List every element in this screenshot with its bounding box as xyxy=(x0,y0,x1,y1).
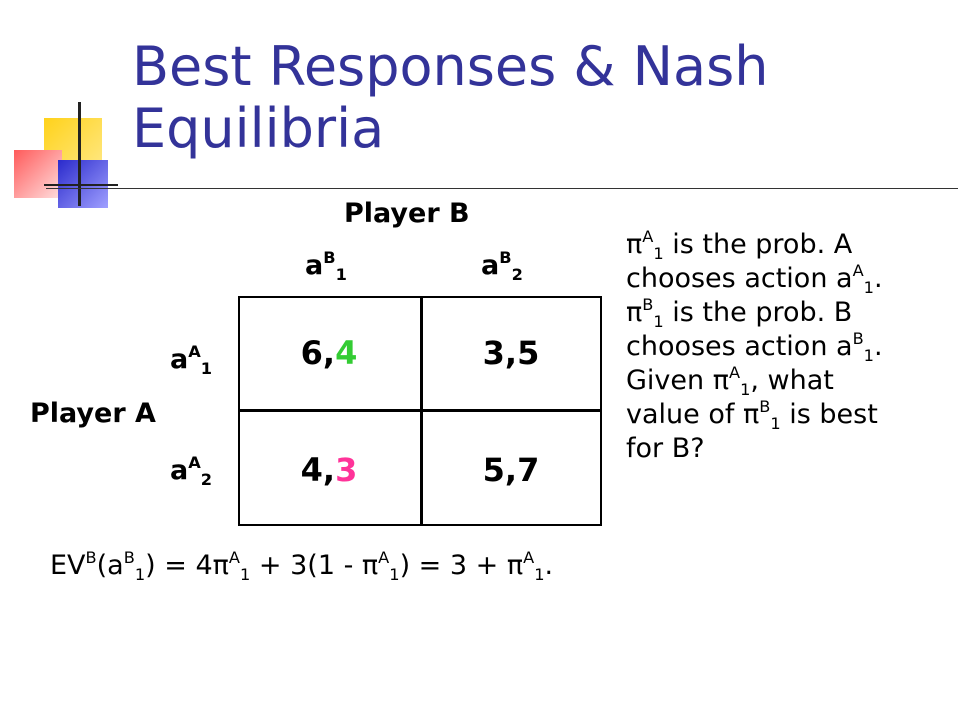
note-line-7: for B? xyxy=(626,433,705,464)
row-action-2: aA2 xyxy=(170,453,213,489)
note-line-1: πA1 is the prob. A xyxy=(626,227,853,263)
corner-decoration xyxy=(0,100,140,220)
title-divider xyxy=(46,188,958,189)
note-line-2: chooses action aA1. xyxy=(626,261,883,297)
note-line-3: πB1 is the prob. B xyxy=(626,295,853,331)
matrix-horizontal-divider xyxy=(238,409,602,412)
column-action-1: aB1 xyxy=(305,248,347,284)
payoff-cell-r2c2: 5,7 xyxy=(482,451,540,489)
explanation-note: πA1 is the prob. A chooses action aA1. π… xyxy=(626,228,956,466)
note-line-4: chooses action aB1. xyxy=(626,329,883,365)
horizontal-line xyxy=(44,184,118,186)
player-b-label: Player B xyxy=(344,198,470,229)
column-action-2: aB2 xyxy=(481,248,523,284)
red-square xyxy=(14,150,62,198)
payoff-matrix: 6,4 3,5 4,3 5,7 xyxy=(238,296,602,526)
note-line-5: Given πA1, what xyxy=(626,363,834,399)
payoff-cell-r2c1: 4,3 xyxy=(300,451,358,489)
row-action-1: aA1 xyxy=(170,342,213,378)
payoff-cell-r1c2: 3,5 xyxy=(482,334,540,372)
expected-value-equation: EVB(aB1) = 4πA1 + 3(1 - πA1) = 3 + πA1. xyxy=(50,548,554,584)
vertical-line xyxy=(78,102,81,206)
note-line-6: value of πB1 is best xyxy=(626,397,878,433)
player-a-label: Player A xyxy=(30,398,156,429)
slide-title: Best Responses & Nash Equilibria xyxy=(132,35,769,160)
payoff-cell-r1c1: 6,4 xyxy=(300,334,358,372)
